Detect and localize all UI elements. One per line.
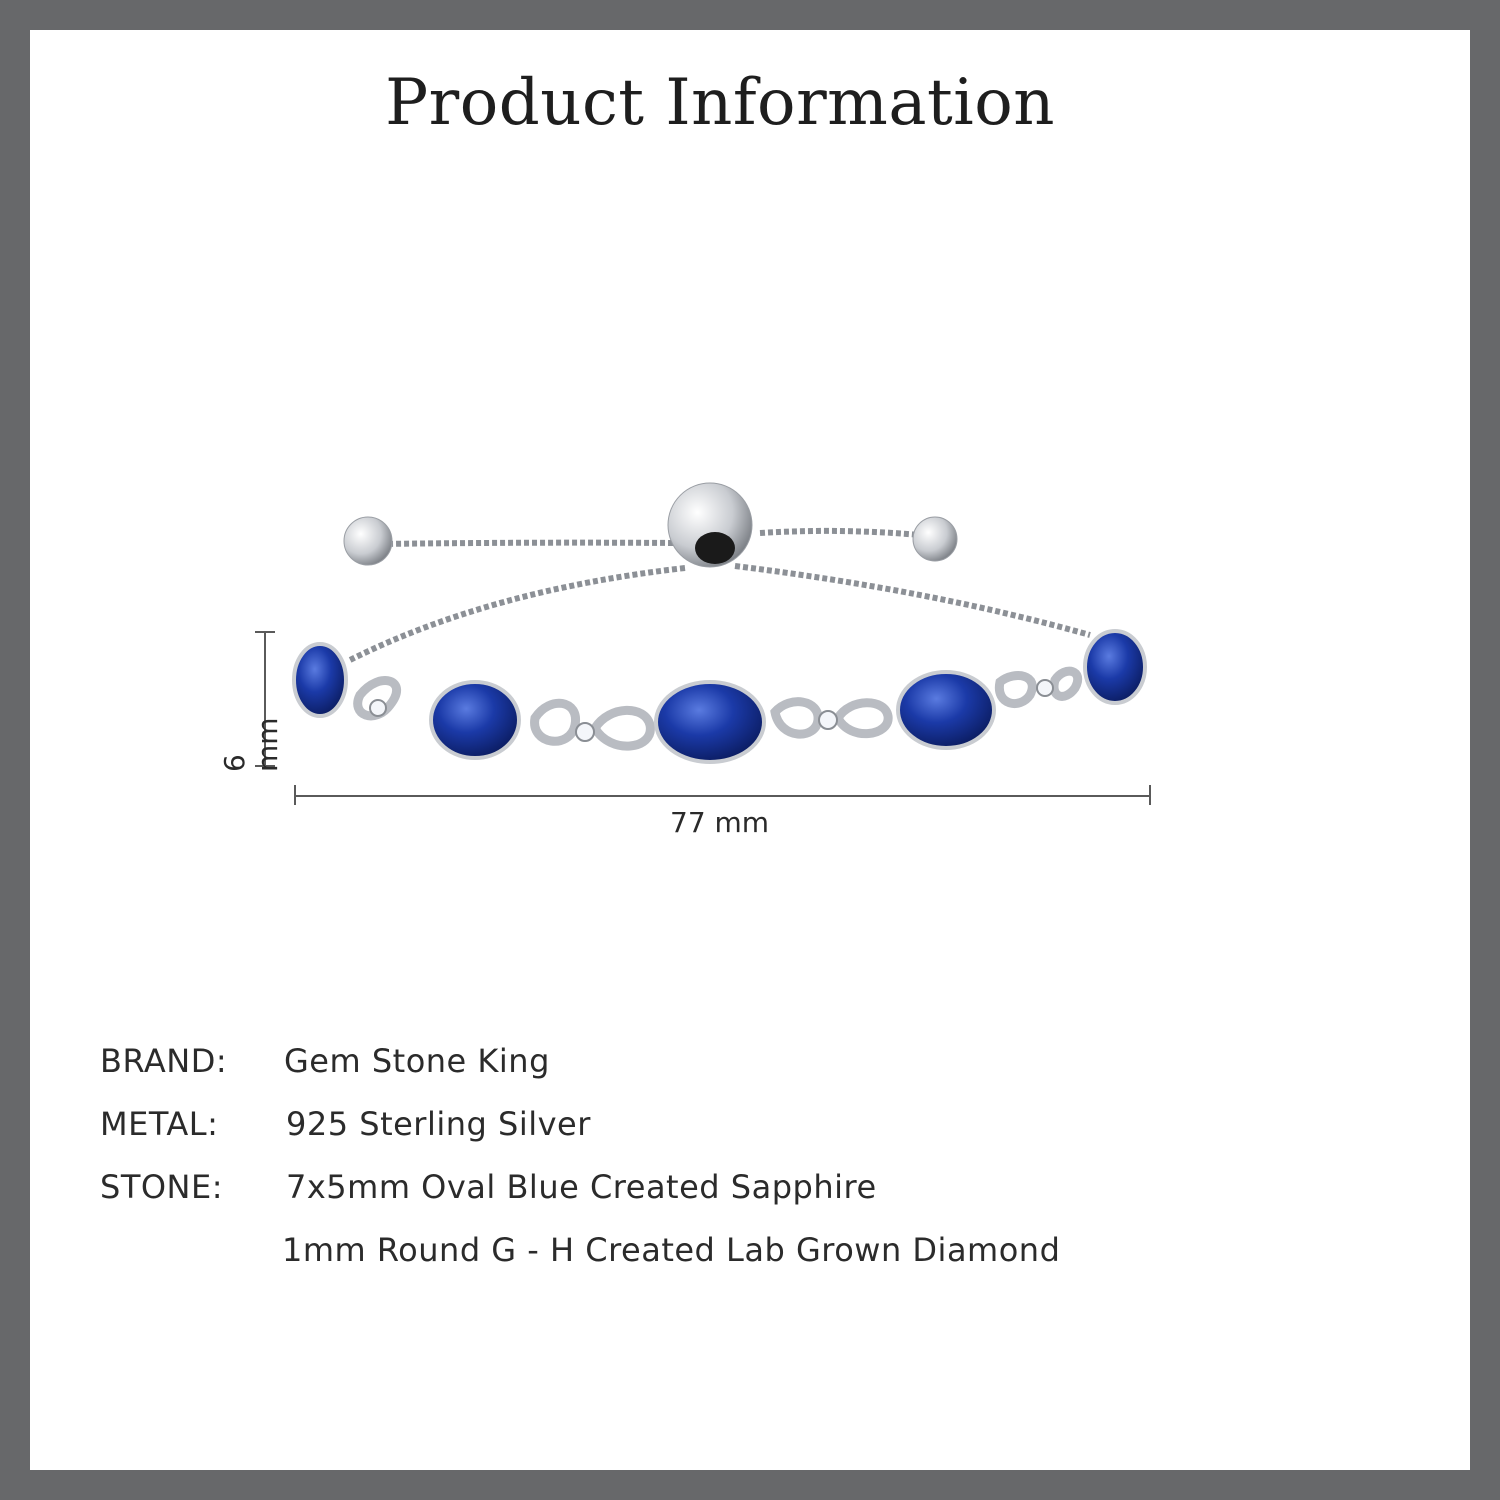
spec-value-stone-1: 7x5mm Oval Blue Created Sapphire <box>286 1168 877 1206</box>
dimension-lines <box>255 631 1151 805</box>
page-title: Product Information <box>385 66 1055 140</box>
diamond-accents <box>369 679 1054 742</box>
sapphire-stones <box>292 629 1147 764</box>
spec-value-stone-2: 1mm Round G - H Created Lab Grown Diamon… <box>282 1231 1061 1269</box>
end-bead-left <box>343 516 393 566</box>
spec-value-metal: 925 Sterling Silver <box>286 1105 591 1143</box>
bracelet-chain <box>348 527 1091 663</box>
product-figure: 77 mm 6 mm <box>218 482 1151 839</box>
end-bead-right <box>912 516 958 562</box>
height-dimension-label: 6 mm <box>218 717 284 772</box>
spec-key-metal: METAL: <box>100 1105 219 1143</box>
spec-key-stone: STONE: <box>100 1168 223 1206</box>
spec-key-brand: BRAND: <box>100 1042 228 1080</box>
spec-value-brand: Gem Stone King <box>284 1042 550 1080</box>
infinity-links <box>353 666 1082 751</box>
width-dimension-label: 77 mm <box>670 806 770 839</box>
bracelet-image <box>255 482 1151 805</box>
